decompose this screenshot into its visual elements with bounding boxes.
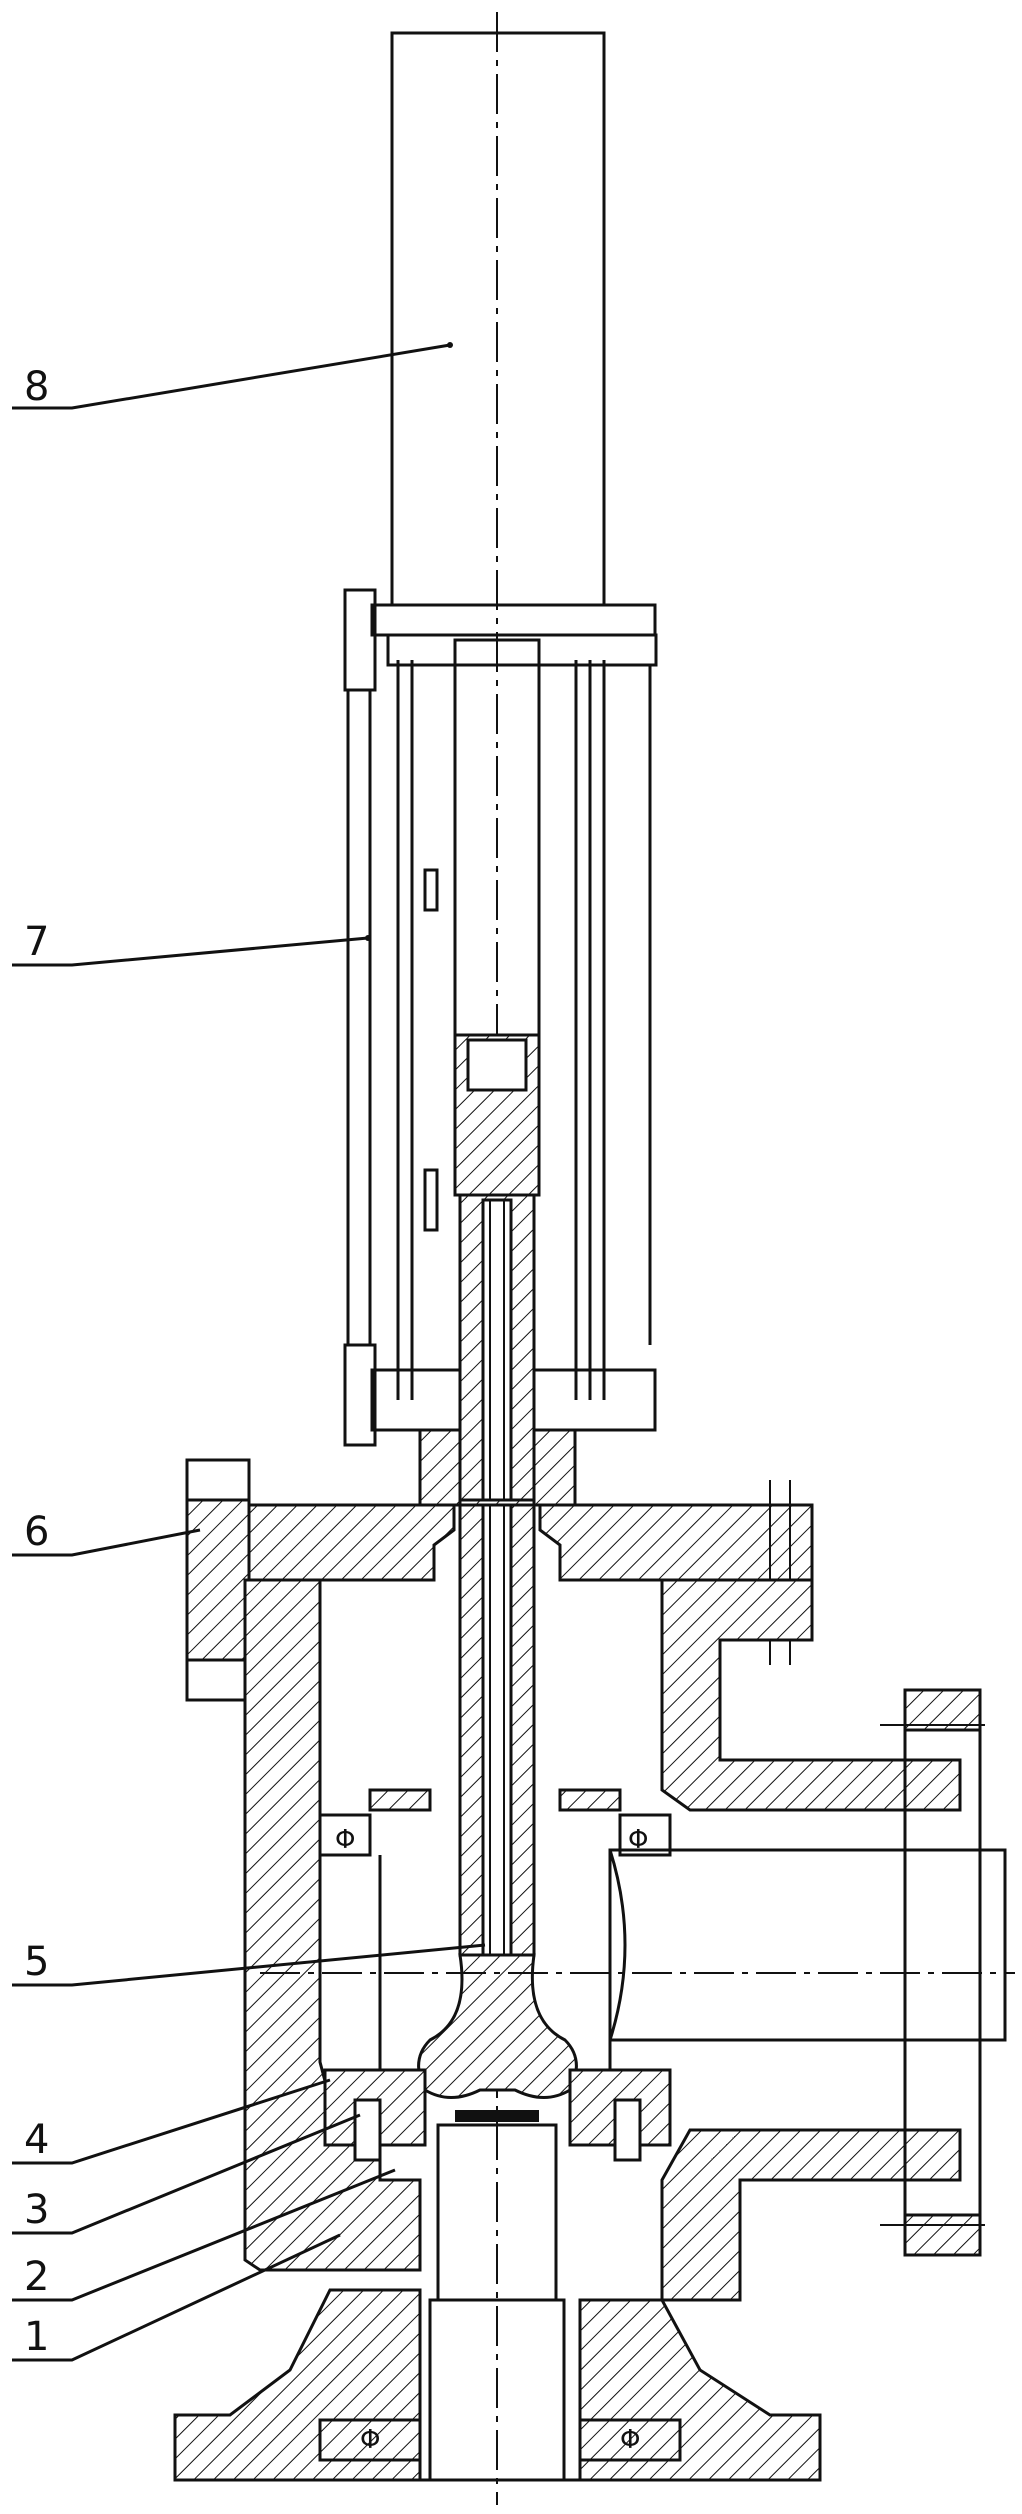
piston-rod — [453, 638, 541, 1197]
callout-2: 2 — [24, 2254, 49, 2300]
flange-bolt-left — [185, 1458, 251, 1702]
callout-6: 6 — [24, 1509, 49, 1555]
callout-5: 5 — [24, 1939, 49, 1985]
valve-body — [173, 1578, 962, 2482]
actuator-cylinder — [370, 31, 658, 667]
phi-symbol-right: Φ — [628, 1825, 648, 1855]
phi-symbol-left: Φ — [335, 1825, 355, 1855]
callout-4: 4 — [24, 2117, 49, 2163]
leader-lines — [12, 342, 486, 2362]
valve-stem — [458, 1193, 536, 2072]
actuator-bracket — [343, 588, 657, 1447]
phi-symbol-bottom-left: Φ — [360, 2425, 380, 2455]
bonnet-flange — [223, 1428, 814, 1582]
seat-assembly — [323, 2068, 672, 2302]
callout-8: 8 — [24, 364, 49, 410]
callout-3: 3 — [24, 2187, 49, 2233]
callout-7: 7 — [24, 919, 49, 965]
seat-ring-solid — [455, 2110, 539, 2122]
internal-cage: Φ Φ — [318, 1788, 672, 2075]
callout-1: 1 — [24, 2314, 49, 2360]
lower-port: Φ Φ — [318, 2298, 682, 2482]
phi-symbol-bottom-right: Φ — [620, 2425, 640, 2455]
valve-plug — [417, 1953, 578, 2122]
